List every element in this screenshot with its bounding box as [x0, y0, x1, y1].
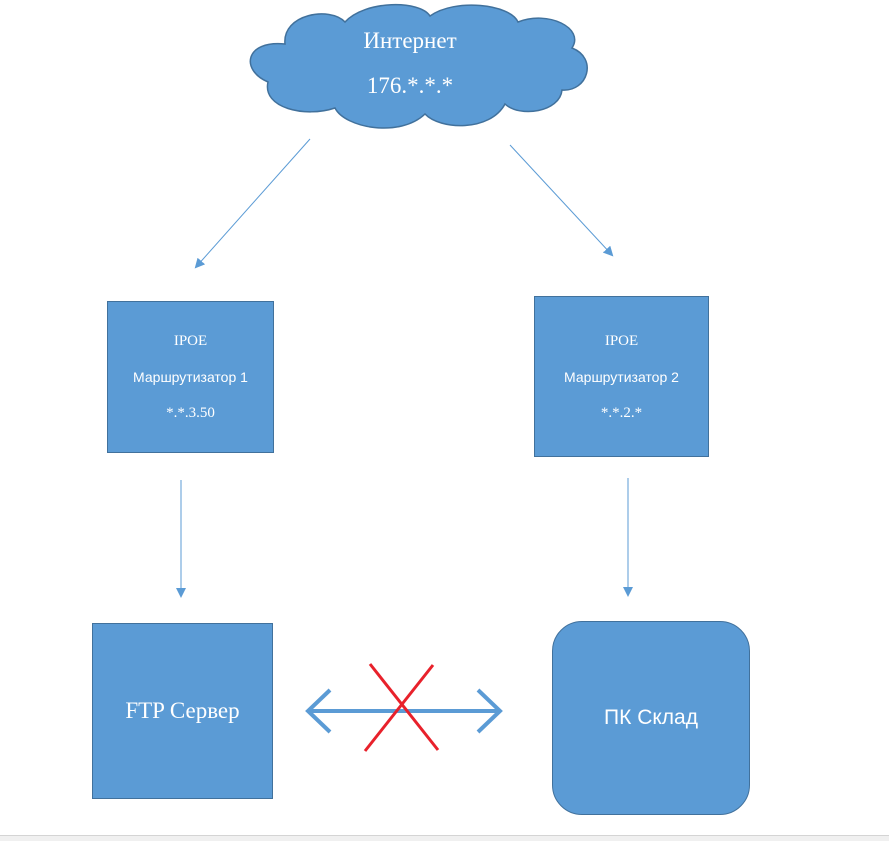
router1-name: Маршрутизатор 1 [133, 369, 248, 385]
window-bottom-edge [0, 835, 889, 841]
router1-type: IPOE [173, 333, 208, 349]
ftp-server-label: FTP Сервер [125, 698, 240, 723]
pc-warehouse-label: ПК Склад [604, 706, 698, 729]
arrow-internet-to-router1 [194, 138, 311, 269]
pc-warehouse-node: ПК Склад [552, 621, 750, 815]
blocked-x-icon [363, 663, 440, 752]
blocked-link-ftp-pc [305, 688, 503, 734]
router2-type: IPOE [604, 332, 639, 349]
ftp-server-node: FTP Сервер [92, 623, 273, 799]
internet-cloud-shape [249, 3, 588, 129]
router2-ip: *.*.2.* [600, 404, 643, 421]
internet-ip: 176.*.*.* [366, 73, 454, 98]
router1-node: IPOE Маршрутизатор 1 *.*.3.50 [107, 301, 274, 453]
router2-name: Маршрутизатор 2 [564, 368, 679, 385]
internet-title: Интернет [363, 28, 457, 53]
router1-ip: *.*.3.50 [166, 405, 215, 421]
arrow-internet-to-router2 [509, 144, 614, 257]
router2-node: IPOE Маршрутизатор 2 *.*.2.* [534, 296, 709, 457]
